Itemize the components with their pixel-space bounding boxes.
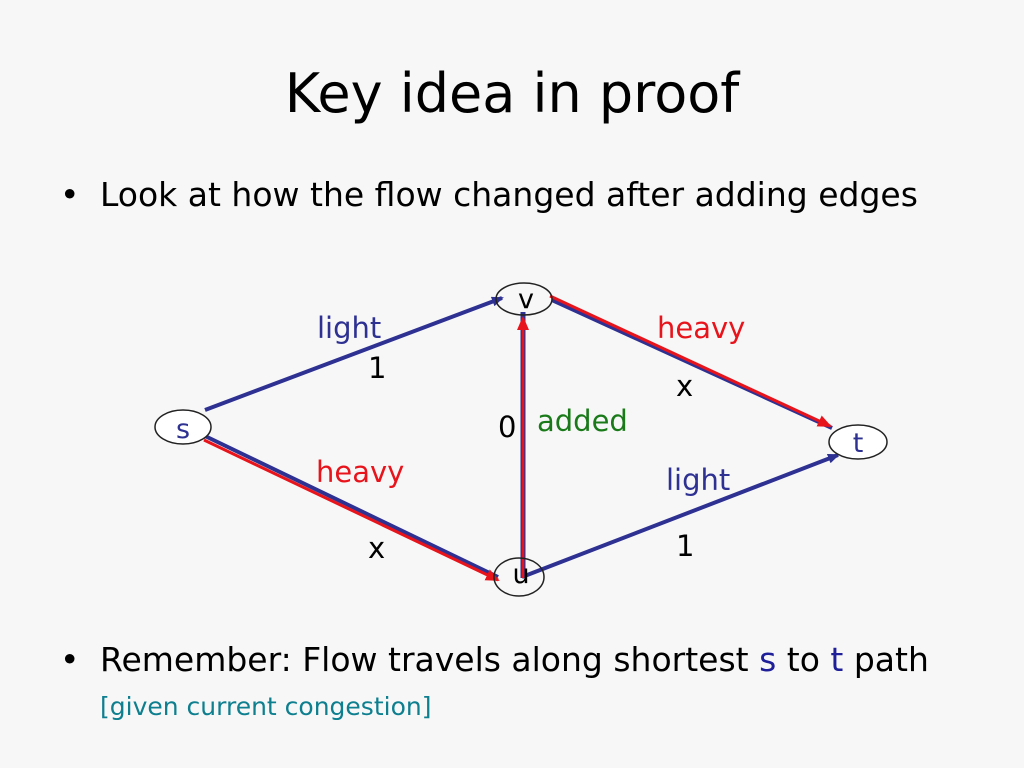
edge-s-u-cost: x: [368, 531, 385, 565]
inline-t: t: [830, 640, 844, 679]
edge-s-v: [204, 296, 504, 412]
edge-v-t-label: heavy: [657, 311, 745, 345]
edge-s-v-cost: 1: [368, 351, 386, 385]
inline-to: to: [776, 640, 831, 679]
edge-u-t: [521, 453, 840, 579]
bullet-2: • Remember: Flow travels along shortest …: [60, 638, 980, 729]
node-u-label: u: [512, 559, 529, 590]
edge-v-t-cost: x: [676, 369, 693, 403]
page-title: Key idea in proof: [284, 62, 740, 125]
edge-s-u-label: heavy: [316, 455, 404, 489]
edge-u-t-cost: 1: [676, 529, 694, 563]
bullet-2-text-before: Remember: Flow travels along shortest: [100, 640, 760, 679]
bullet-2-text-after: path: [843, 640, 929, 679]
bullet-dot: •: [60, 640, 80, 679]
edge-u-v-cost: 0: [498, 410, 516, 444]
edge-s-v-label: light: [317, 311, 381, 345]
bullet-1-text: Look at how the flow changed after addin…: [100, 175, 918, 214]
bullet-dot: •: [60, 175, 80, 214]
node-s-label: s: [176, 414, 190, 445]
inline-s: s: [759, 640, 777, 679]
node-v: [495, 282, 553, 316]
node-u: [493, 557, 545, 597]
bullet-1: • Look at how the flow changed after add…: [60, 173, 940, 217]
edge-s-u-blue: [204, 434, 499, 579]
edge-s-u-red: [203, 438, 500, 582]
node-t: [828, 424, 888, 460]
node-s: [154, 409, 212, 445]
node-v-label: v: [518, 284, 534, 315]
node-t-label: t: [853, 428, 864, 459]
edge-v-t-red: [549, 294, 832, 428]
edge-u-v-label: added: [537, 404, 628, 438]
bullet-2-text: Remember: Flow travels along shortest s …: [100, 638, 980, 729]
congestion-note: [given current congestion]: [100, 692, 432, 721]
edge-u-t-label: light: [666, 463, 730, 497]
